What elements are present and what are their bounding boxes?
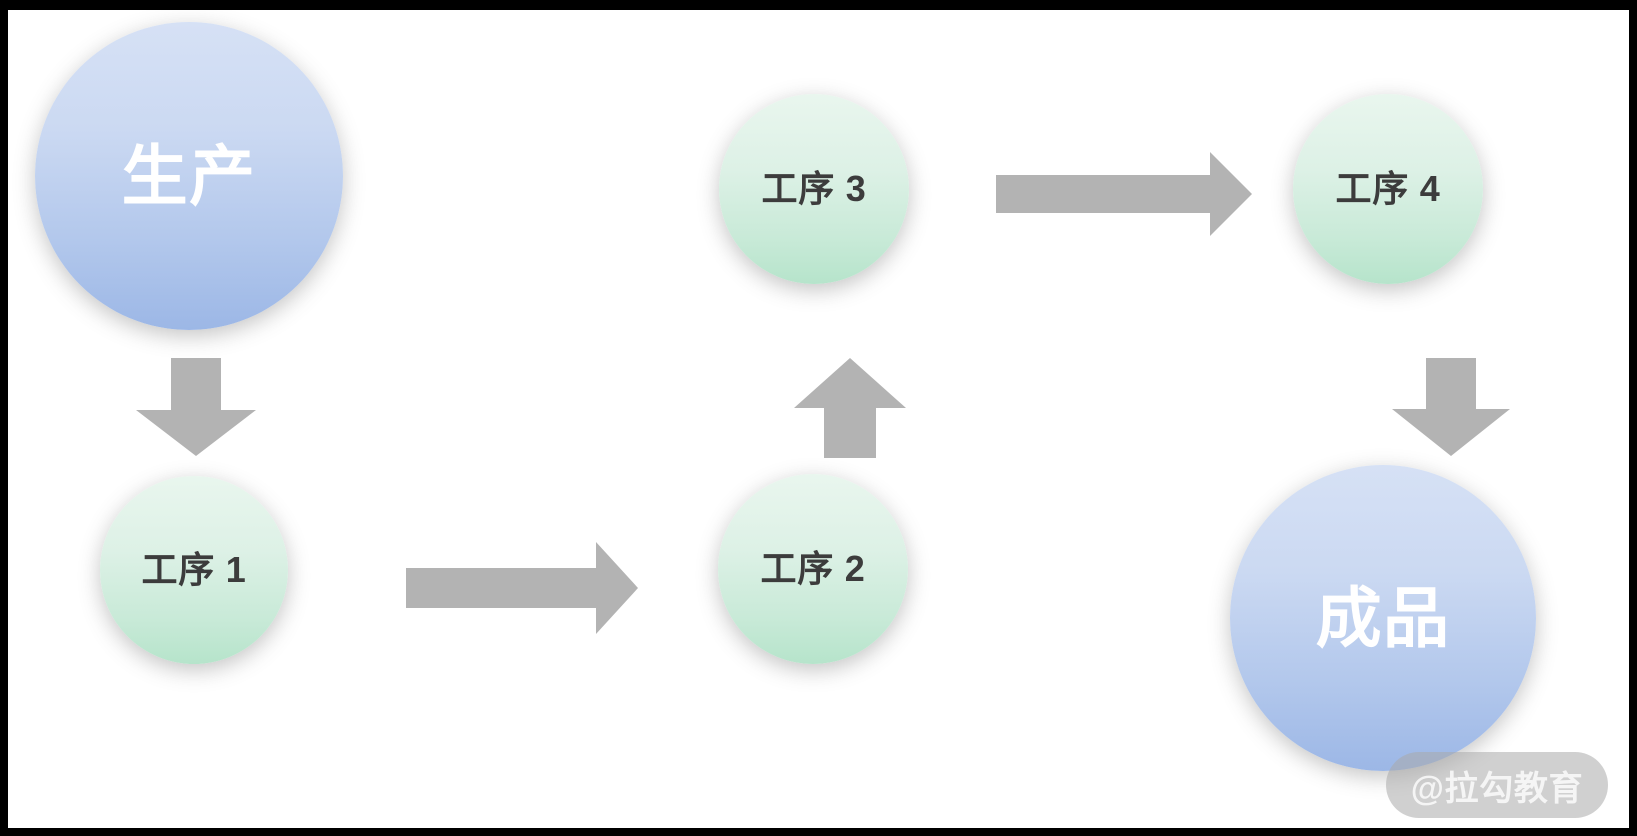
node-production[interactable]: 生产 — [35, 22, 343, 330]
node-step2[interactable]: 工序 2 — [718, 474, 908, 664]
node-step4-label: 工序 4 — [1335, 168, 1441, 209]
node-step1-label: 工序 1 — [141, 549, 247, 590]
watermark-text: @拉勾教育 — [1410, 769, 1584, 808]
watermark-badge: @拉勾教育 — [1386, 752, 1608, 818]
node-step4[interactable]: 工序 4 — [1293, 94, 1483, 284]
arrow-down-step4-to-finished-icon — [1392, 358, 1510, 456]
arrow-up-step2-to-step3-icon — [794, 358, 906, 458]
node-finished-label: 成品 — [1315, 581, 1451, 655]
node-finished[interactable]: 成品 — [1230, 465, 1536, 771]
arrow-down-production-to-step1-icon — [136, 358, 256, 456]
arrow-right-step3-to-step4-icon — [996, 152, 1252, 236]
node-production-label: 生产 — [121, 139, 257, 213]
node-step3-label: 工序 3 — [761, 168, 867, 209]
node-step1[interactable]: 工序 1 — [100, 476, 288, 664]
arrow-right-step1-to-step2-icon — [406, 542, 638, 634]
diagram-canvas: 生产 工序 1 工序 2 工序 3 工序 4 成品 — [8, 10, 1629, 828]
node-step3[interactable]: 工序 3 — [719, 94, 909, 284]
node-step2-label: 工序 2 — [760, 548, 866, 589]
